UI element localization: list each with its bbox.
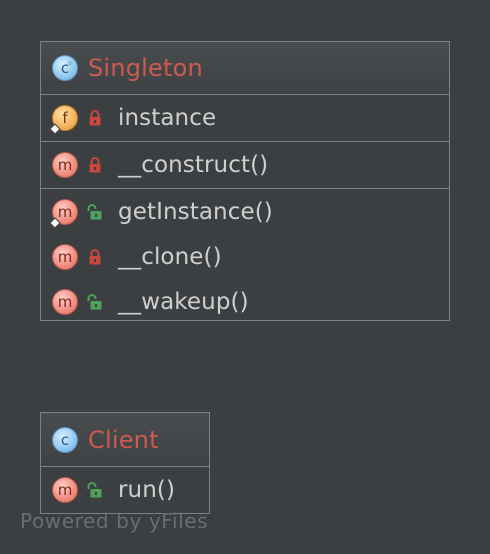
method-name: __wakeup() <box>118 288 249 315</box>
method-icon: m <box>49 198 78 229</box>
static-marker-icon <box>49 123 61 135</box>
method-name: __construct() <box>118 152 269 178</box>
method-icon: m <box>52 152 78 178</box>
private-lock-icon <box>89 248 101 264</box>
method-icon: m <box>52 243 78 270</box>
public-unlock-icon <box>87 481 102 497</box>
class-icon: c <box>52 426 78 453</box>
field-icon-letter: f <box>62 109 68 127</box>
class-marker-icon: ◦ <box>67 59 73 70</box>
field-instance[interactable]: f instance <box>41 95 449 141</box>
method-icon-letter: m <box>57 292 73 311</box>
method-run[interactable]: m run() <box>41 467 209 512</box>
class-icon: c ◦ <box>52 55 78 81</box>
field-name: instance <box>118 105 217 131</box>
method-icon-letter: m <box>57 247 73 266</box>
singleton-class-box[interactable]: c ◦ Singleton f instance m <box>40 41 450 321</box>
private-lock-icon <box>89 157 101 173</box>
client-class-header: c Client <box>41 413 209 467</box>
method-name: getInstance() <box>118 198 273 225</box>
method-name: __clone() <box>118 243 222 270</box>
method-icon: m <box>52 476 78 503</box>
public-unlock-icon <box>87 203 102 219</box>
singleton-class-name: Singleton <box>88 54 203 82</box>
singleton-fields-section: f instance <box>41 95 449 142</box>
method-name: run() <box>118 476 176 503</box>
client-class-box[interactable]: c Client m run() <box>40 412 210 514</box>
client-class-name: Client <box>88 425 159 454</box>
client-methods-section: m run() <box>41 467 209 512</box>
method-icon-letter: m <box>57 156 73 174</box>
public-unlock-icon <box>87 293 102 309</box>
class-icon-letter: c <box>60 59 70 77</box>
singleton-constructor-section: m __construct() <box>41 142 449 189</box>
method-icon-letter: m <box>57 202 73 221</box>
method-icon-letter: m <box>57 480 73 499</box>
singleton-methods-section: m getInstance() m __clone() m <box>41 189 449 324</box>
field-icon: f <box>49 105 78 135</box>
method-clone[interactable]: m __clone() <box>41 234 449 279</box>
class-icon-letter: c <box>60 430 70 449</box>
private-lock-icon <box>89 110 101 126</box>
yfiles-watermark: Powered by yFiles <box>20 509 209 533</box>
method-icon: m <box>52 288 78 315</box>
method-getinstance[interactable]: m getInstance() <box>41 189 449 234</box>
method-wakeup[interactable]: m __wakeup() <box>41 279 449 324</box>
singleton-class-header: c ◦ Singleton <box>41 42 449 95</box>
method-construct[interactable]: m __construct() <box>41 142 449 188</box>
